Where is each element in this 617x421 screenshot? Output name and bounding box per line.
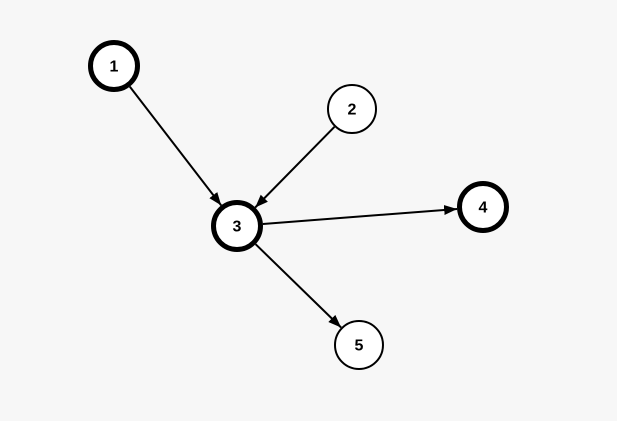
node-label: 1 [110,59,119,76]
node-1[interactable]: 1 [88,40,140,92]
node-2[interactable]: 2 [327,84,377,134]
edge-3-5 [254,243,342,329]
node-3[interactable]: 3 [211,200,263,252]
edge-3-4 [262,205,458,225]
node-circle [457,181,509,233]
node-circle [334,320,384,370]
node-4[interactable]: 4 [457,181,509,233]
node-label: 4 [479,200,488,217]
node-label: 3 [233,219,242,236]
node-circle [211,200,263,252]
edge-2-3 [254,126,336,209]
node-circle [88,40,140,92]
node-5[interactable]: 5 [334,320,384,370]
node-label: 5 [355,338,364,355]
node-label: 2 [348,102,357,119]
node-circle [327,84,377,134]
edge-1-3 [129,85,222,207]
